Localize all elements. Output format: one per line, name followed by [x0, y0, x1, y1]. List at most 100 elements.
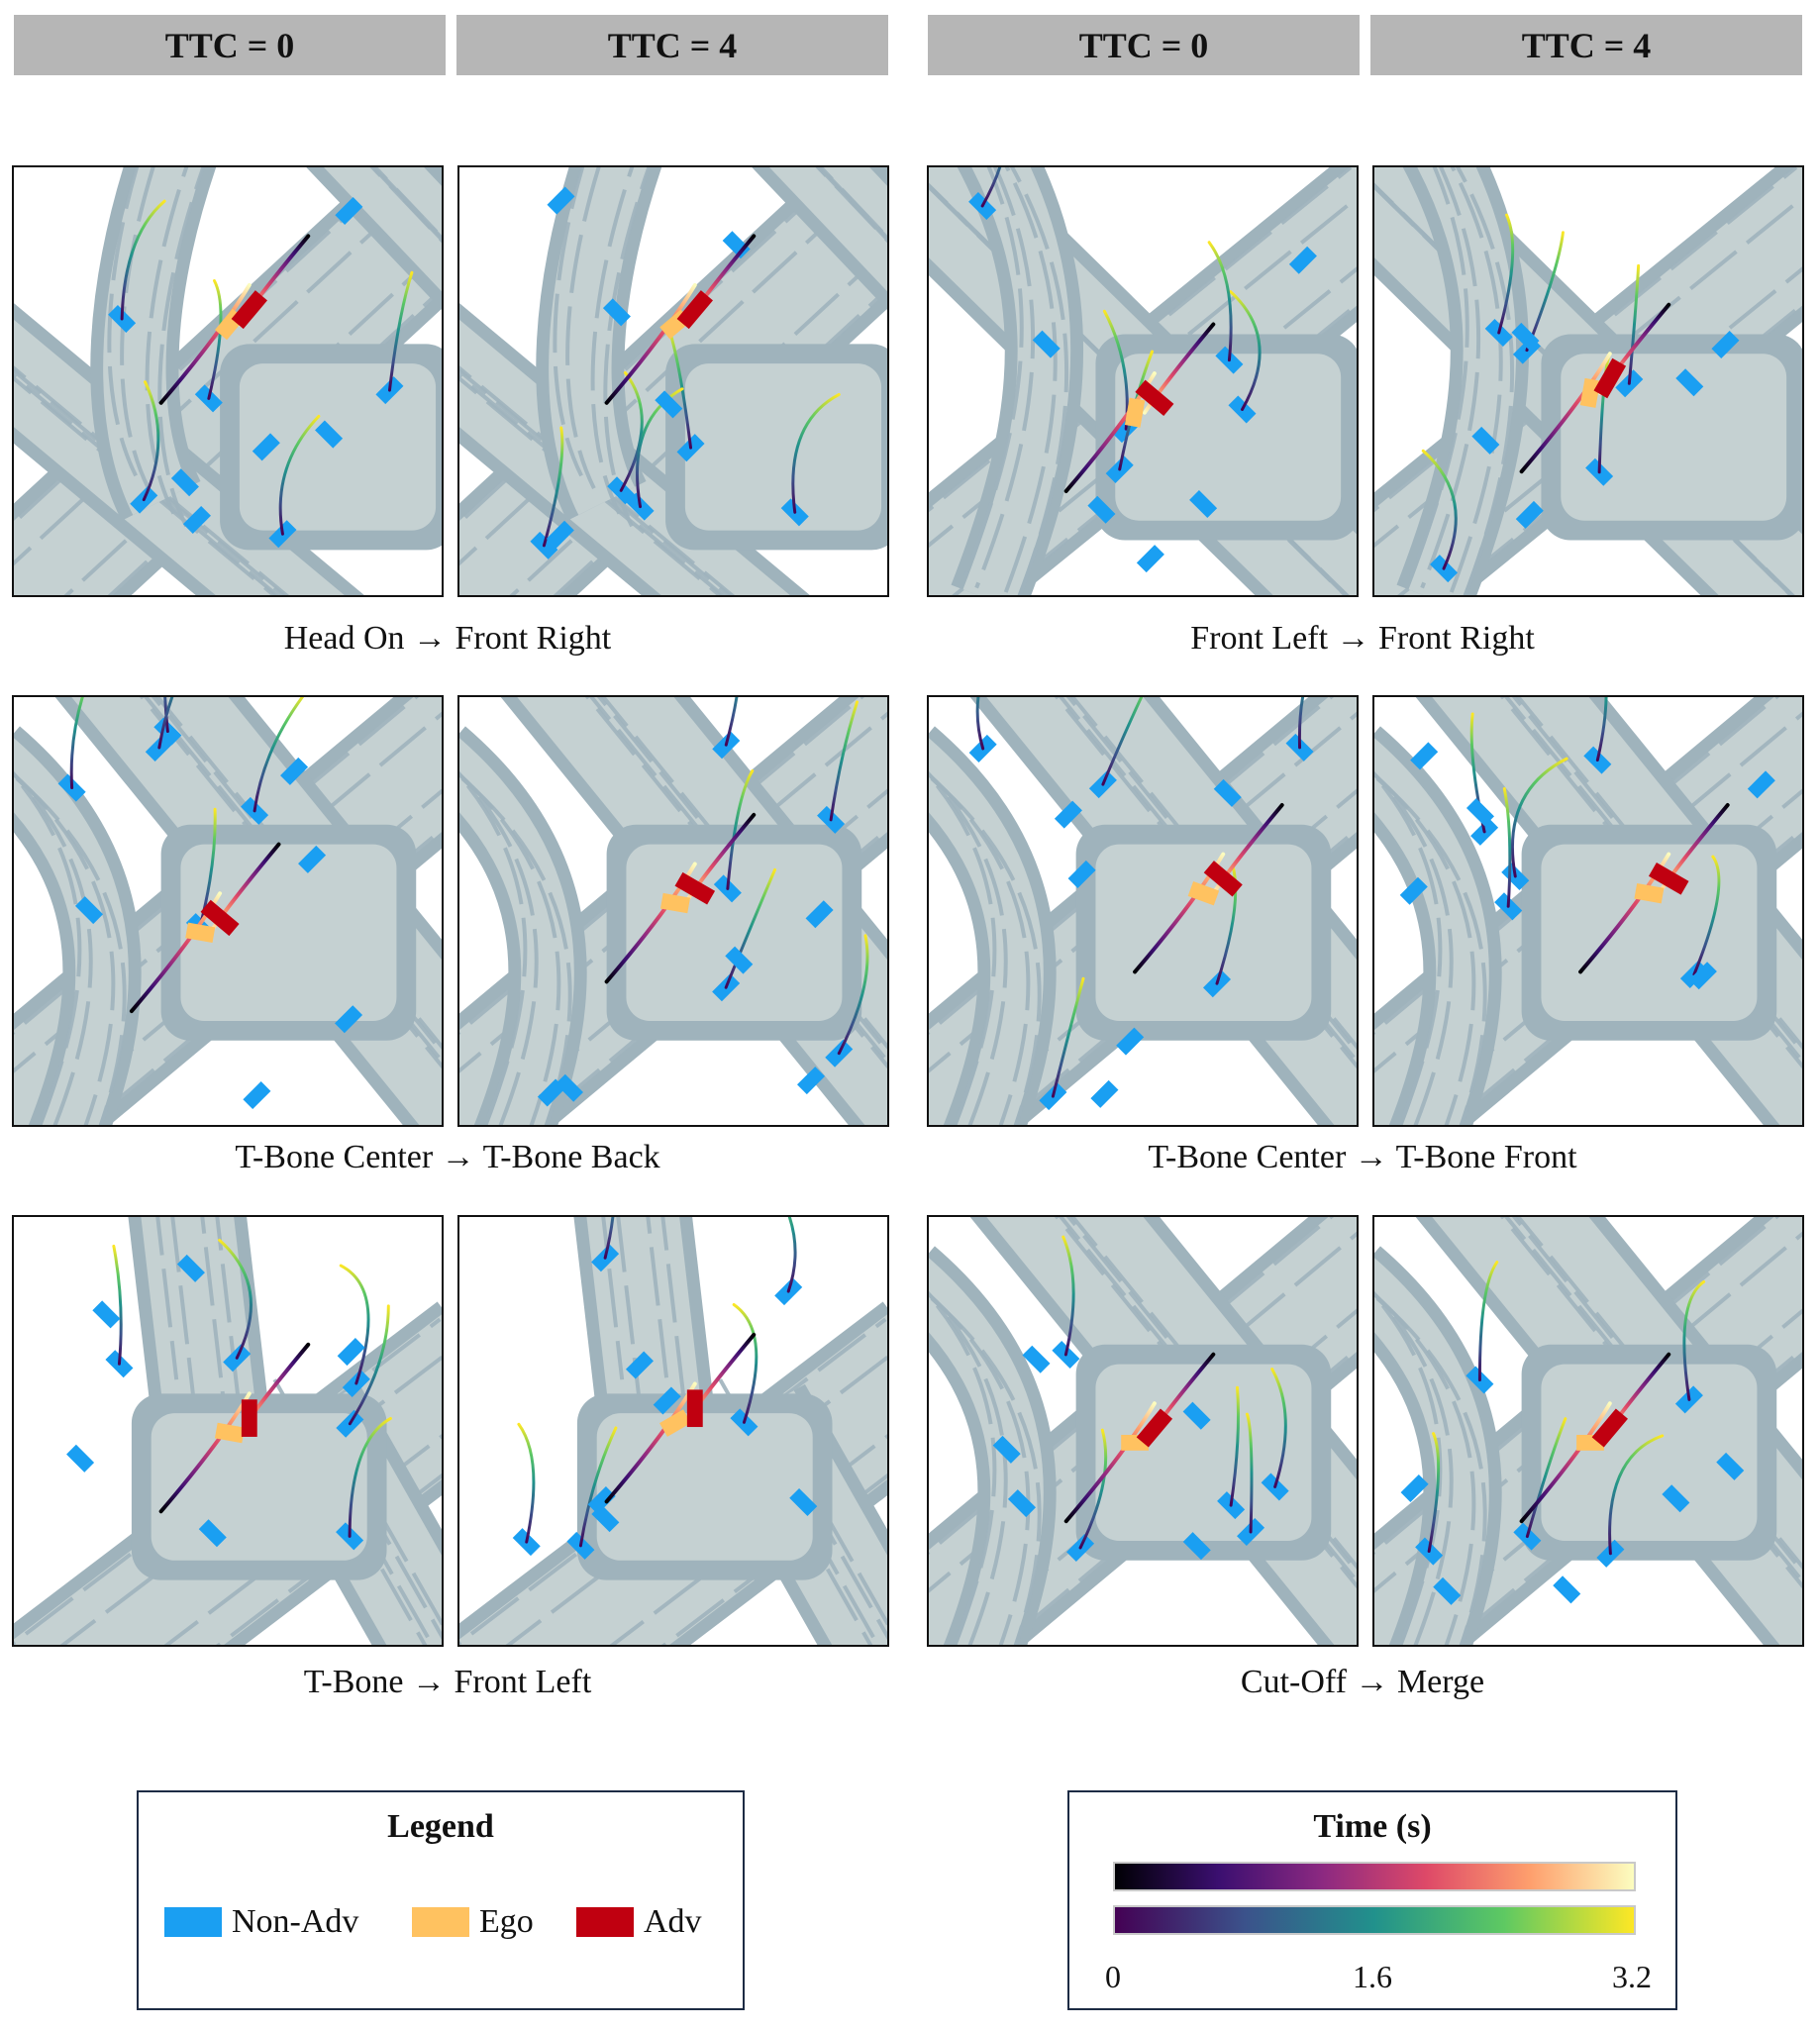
- non-adv-vehicle: [602, 298, 631, 327]
- non-adv-vehicle: [587, 1486, 616, 1515]
- adv-vehicle: [674, 871, 716, 905]
- road-map: [459, 167, 887, 595]
- non-adv-vehicle: [625, 1351, 655, 1379]
- non-adv-vehicle: [170, 468, 199, 497]
- trajectory-line: [158, 282, 252, 405]
- trajectory-line: [339, 1264, 370, 1385]
- road-surface: [549, 167, 649, 516]
- trajectory-line: [667, 328, 693, 450]
- trajectory-line: [1519, 1401, 1612, 1524]
- trajectory-line: [829, 700, 859, 822]
- non-adv-vehicle: [252, 433, 280, 461]
- intersection: [1095, 844, 1312, 1021]
- lane-divider: [1455, 167, 1515, 595]
- ego-vehicle: [214, 1422, 246, 1444]
- lane-divider: [1374, 772, 1443, 1125]
- trajectory-line: [1297, 697, 1305, 750]
- lane-divider: [590, 167, 635, 515]
- non-adv-vehicle: [1711, 330, 1740, 358]
- non-adv-vehicle: [789, 1487, 818, 1516]
- lane-divider: [459, 375, 723, 595]
- legend-item-ego: Ego: [412, 1903, 534, 1941]
- lane-divider: [1420, 167, 1481, 589]
- scene-tbone-front-ttc0: [927, 695, 1359, 1127]
- lane-divider: [1374, 771, 1454, 1125]
- road-map: [459, 697, 887, 1125]
- legend-box: Legend Non-Adv Ego Adv: [137, 1790, 745, 2010]
- lane-divider: [1448, 167, 1503, 595]
- trajectory-line: [791, 392, 841, 514]
- scene-tbone-back-ttc0: [12, 695, 444, 1127]
- lane-divider: [14, 771, 116, 1125]
- colorbar-box: Time (s) 0 1.6 3.2: [1067, 1790, 1677, 2010]
- lane-divider: [14, 373, 280, 595]
- non-adv-vehicle: [74, 896, 104, 925]
- trajectory-line: [1245, 1412, 1254, 1534]
- legend-swatch-adv: [576, 1907, 634, 1937]
- non-adv-vehicle: [1054, 800, 1082, 829]
- lane-divider: [1374, 1291, 1454, 1645]
- non-adv-vehicle: [1136, 545, 1164, 573]
- trajectory-line: [1657, 803, 1730, 896]
- header-col-1: TTC = 0: [14, 15, 446, 75]
- lane-divider: [459, 373, 726, 595]
- lane-divider: [930, 776, 1042, 1125]
- colorbar-title: Time (s): [1313, 1808, 1432, 1845]
- trajectory-line: [517, 1422, 536, 1544]
- non-adv-vehicle: [335, 1005, 363, 1034]
- caption-cutoff-merge: Cut-Off → Merge: [1240, 1664, 1485, 1700]
- scene-cutoff-merge-ttc4: [1372, 1215, 1804, 1647]
- trajectory-line: [724, 697, 739, 747]
- trajectory-line: [1229, 290, 1262, 411]
- road-surface: [141, 1217, 256, 1419]
- lane-divider: [14, 375, 277, 595]
- ego-vehicle: [1187, 880, 1220, 906]
- adv-vehicle: [1136, 1408, 1173, 1448]
- non-adv-vehicle: [1675, 368, 1704, 397]
- trajectory-line: [278, 414, 321, 536]
- non-adv-vehicle: [182, 505, 211, 534]
- non-adv-vehicle: [1433, 1576, 1462, 1605]
- trajectory-line: [253, 697, 305, 813]
- lane-divider: [1375, 1296, 1487, 1645]
- trajectory-line: [1497, 213, 1515, 335]
- non-adv-vehicle: [1032, 330, 1061, 358]
- trajectory-line: [603, 1217, 615, 1260]
- scene-front-left-ttc4: [1372, 165, 1804, 597]
- non-adv-vehicle: [1553, 1575, 1581, 1604]
- trajectory-line: [1608, 1434, 1665, 1556]
- lane-divider: [929, 771, 1031, 1125]
- caption-head-on: Head On → Front Right: [283, 620, 612, 657]
- trajectory-line: [348, 1416, 392, 1538]
- ego-vehicle: [185, 922, 216, 944]
- lane-divider: [459, 771, 539, 1125]
- lane-divider: [170, 1217, 196, 1397]
- non-adv-vehicle: [805, 900, 834, 929]
- non-adv-vehicle: [1288, 246, 1317, 274]
- intersection: [596, 1413, 813, 1561]
- trajectory-line: [578, 1426, 618, 1548]
- trajectory-line: [69, 697, 84, 790]
- lane-divider: [929, 772, 997, 1125]
- scene-tbone-front-left-ttc0: [12, 1215, 444, 1647]
- adv-vehicle: [1203, 861, 1243, 897]
- trajectory-line: [1511, 757, 1568, 878]
- legend-title: Legend: [387, 1808, 494, 1845]
- non-adv-vehicle: [1410, 742, 1439, 770]
- ego-vehicle: [1634, 882, 1665, 904]
- non-adv-vehicle: [176, 1254, 205, 1282]
- intersection: [1095, 1364, 1312, 1541]
- road-map: [1374, 1217, 1802, 1645]
- trajectory-line: [682, 812, 757, 906]
- lane-divider: [460, 776, 572, 1125]
- trajectory-line: [786, 1217, 797, 1293]
- non-adv-vehicle: [797, 1067, 826, 1095]
- non-adv-vehicle: [1090, 1079, 1119, 1108]
- non-adv-vehicle: [1007, 1489, 1037, 1518]
- legend-item-non-adv: Non-Adv: [164, 1903, 358, 1941]
- non-adv-vehicle: [1022, 1345, 1051, 1373]
- scene-head-on-ttc4: [457, 165, 889, 597]
- road-surface: [459, 319, 790, 595]
- non-adv-vehicle: [198, 1519, 227, 1548]
- non-adv-vehicle: [337, 1338, 365, 1367]
